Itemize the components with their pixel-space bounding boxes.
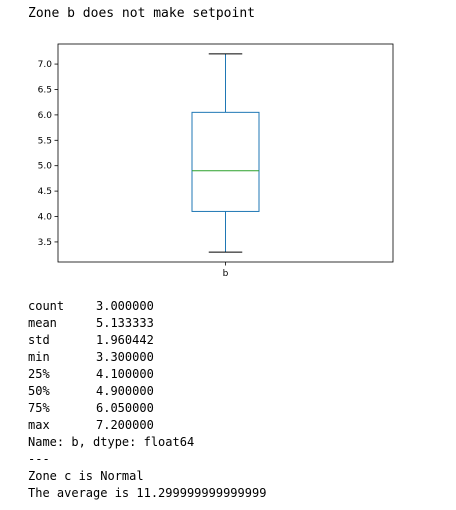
stats-row: max 7.200000	[28, 417, 266, 434]
zone-c-status-line: Zone c is Normal	[28, 469, 144, 483]
stats-row: 25% 4.100000	[28, 366, 266, 383]
box-plot: 3.5 4.0 4.5 5.0 5.5 6.0 6.5 7.0 b	[38, 43, 394, 279]
stats-row: std 1.960442	[28, 332, 266, 349]
y-tick-label: 4.5	[38, 187, 52, 197]
stats-output: count 3.000000 mean 5.133333 std 1.960442 min 3…	[28, 298, 266, 502]
stats-value: 7.200000	[96, 418, 154, 432]
stats-label: max	[28, 418, 50, 432]
stats-value: 3.300000	[96, 350, 154, 364]
stats-label: 50%	[28, 384, 50, 398]
stats-value: 6.050000	[96, 401, 154, 415]
average-line: The average is 11.299999999999999	[28, 486, 267, 500]
y-tick-label: 3.5	[38, 238, 52, 248]
stats-label: 75%	[28, 401, 50, 415]
stats-row: 75% 6.050000	[28, 400, 266, 417]
stats-row: 50% 4.900000	[28, 383, 266, 400]
stats-value: 5.133333	[96, 316, 154, 330]
stats-row: min 3.300000	[28, 349, 266, 366]
stats-row: count 3.000000	[28, 298, 266, 315]
iqr-box	[191, 111, 260, 212]
stats-value: 4.900000	[96, 384, 154, 398]
stats-value: 3.000000	[96, 299, 154, 313]
output-heading: Zone b does not make setpoint	[28, 6, 255, 21]
y-tick-label: 6.0	[38, 111, 53, 121]
stats-value: 4.100000	[96, 367, 154, 381]
stats-label: min	[28, 350, 50, 364]
stats-label: count	[28, 299, 65, 313]
stats-value: 1.960442	[96, 333, 154, 347]
stats-table: count 3.000000 mean 5.133333 std 1.960442 min 3…	[28, 298, 266, 434]
stats-label: std	[28, 333, 50, 347]
separator-line: ---	[28, 452, 50, 466]
name-dtype-line: Name: b, dtype: float64	[28, 435, 195, 449]
x-tick-label: b	[223, 269, 229, 279]
y-tick-label: 7.0	[38, 60, 53, 70]
stats-row: mean 5.133333	[28, 315, 266, 332]
stats-label: mean	[28, 316, 57, 330]
y-tick-label: 4.0	[38, 213, 53, 223]
plot-marks: 3.5 4.0 4.5 5.0 5.5 6.0 6.5 7.0 b	[38, 43, 394, 279]
y-tick-label: 6.5	[38, 85, 52, 95]
y-tick-label: 5.0	[38, 162, 53, 172]
y-tick-label: 5.5	[38, 136, 52, 146]
stats-label: 25%	[28, 367, 50, 381]
